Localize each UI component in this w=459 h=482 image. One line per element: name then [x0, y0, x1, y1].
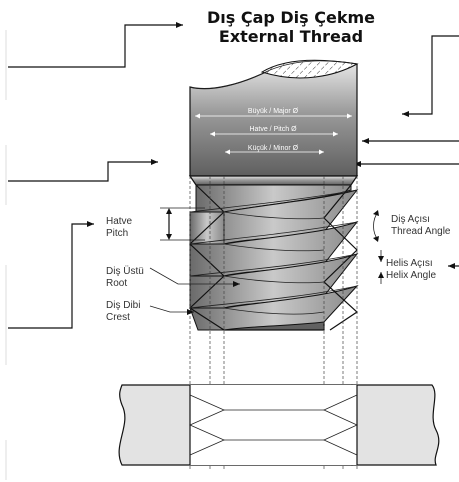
- minor-diameter-label: Küçük / Minor Ø: [248, 145, 299, 152]
- root-label-tr: Diş Üstü: [106, 265, 144, 277]
- root-crest-leaders: [149, 267, 240, 315]
- pitch-label-en: Pitch: [106, 228, 128, 239]
- helix-angle-label-en: Helix Angle: [386, 270, 436, 281]
- crest-label-en: Crest: [106, 312, 130, 323]
- leader-arrows: [8, 22, 459, 329]
- helix-angle-marker: [378, 250, 384, 284]
- title-line-1: Dış Çap Diş Çekme: [207, 8, 375, 27]
- thread-teeth: [189, 184, 359, 331]
- crest-label-tr: Diş Dibi: [106, 300, 140, 311]
- diameter-dimensions: Büyük / Major Ø Hatve / Pitch Ø Küçük / …: [195, 108, 352, 155]
- helix-angle-label-tr: Helis Açısı: [386, 258, 433, 269]
- major-diameter-label: Büyük / Major Ø: [248, 108, 299, 115]
- thread-angle-marker: [373, 210, 379, 242]
- title-line-2: External Thread: [219, 27, 363, 46]
- root-label-en: Root: [106, 278, 127, 289]
- thread-angle-label-tr: Diş Açısı: [391, 214, 430, 225]
- pitch-label-tr: Hatve: [106, 216, 133, 227]
- pitch-diameter-label: Hatve / Pitch Ø: [249, 126, 297, 133]
- thread-angle-label-en: Thread Angle: [391, 226, 451, 237]
- nut-block: [118, 384, 440, 466]
- pitch-dimension: [160, 207, 205, 241]
- thread-shaft: [188, 59, 359, 186]
